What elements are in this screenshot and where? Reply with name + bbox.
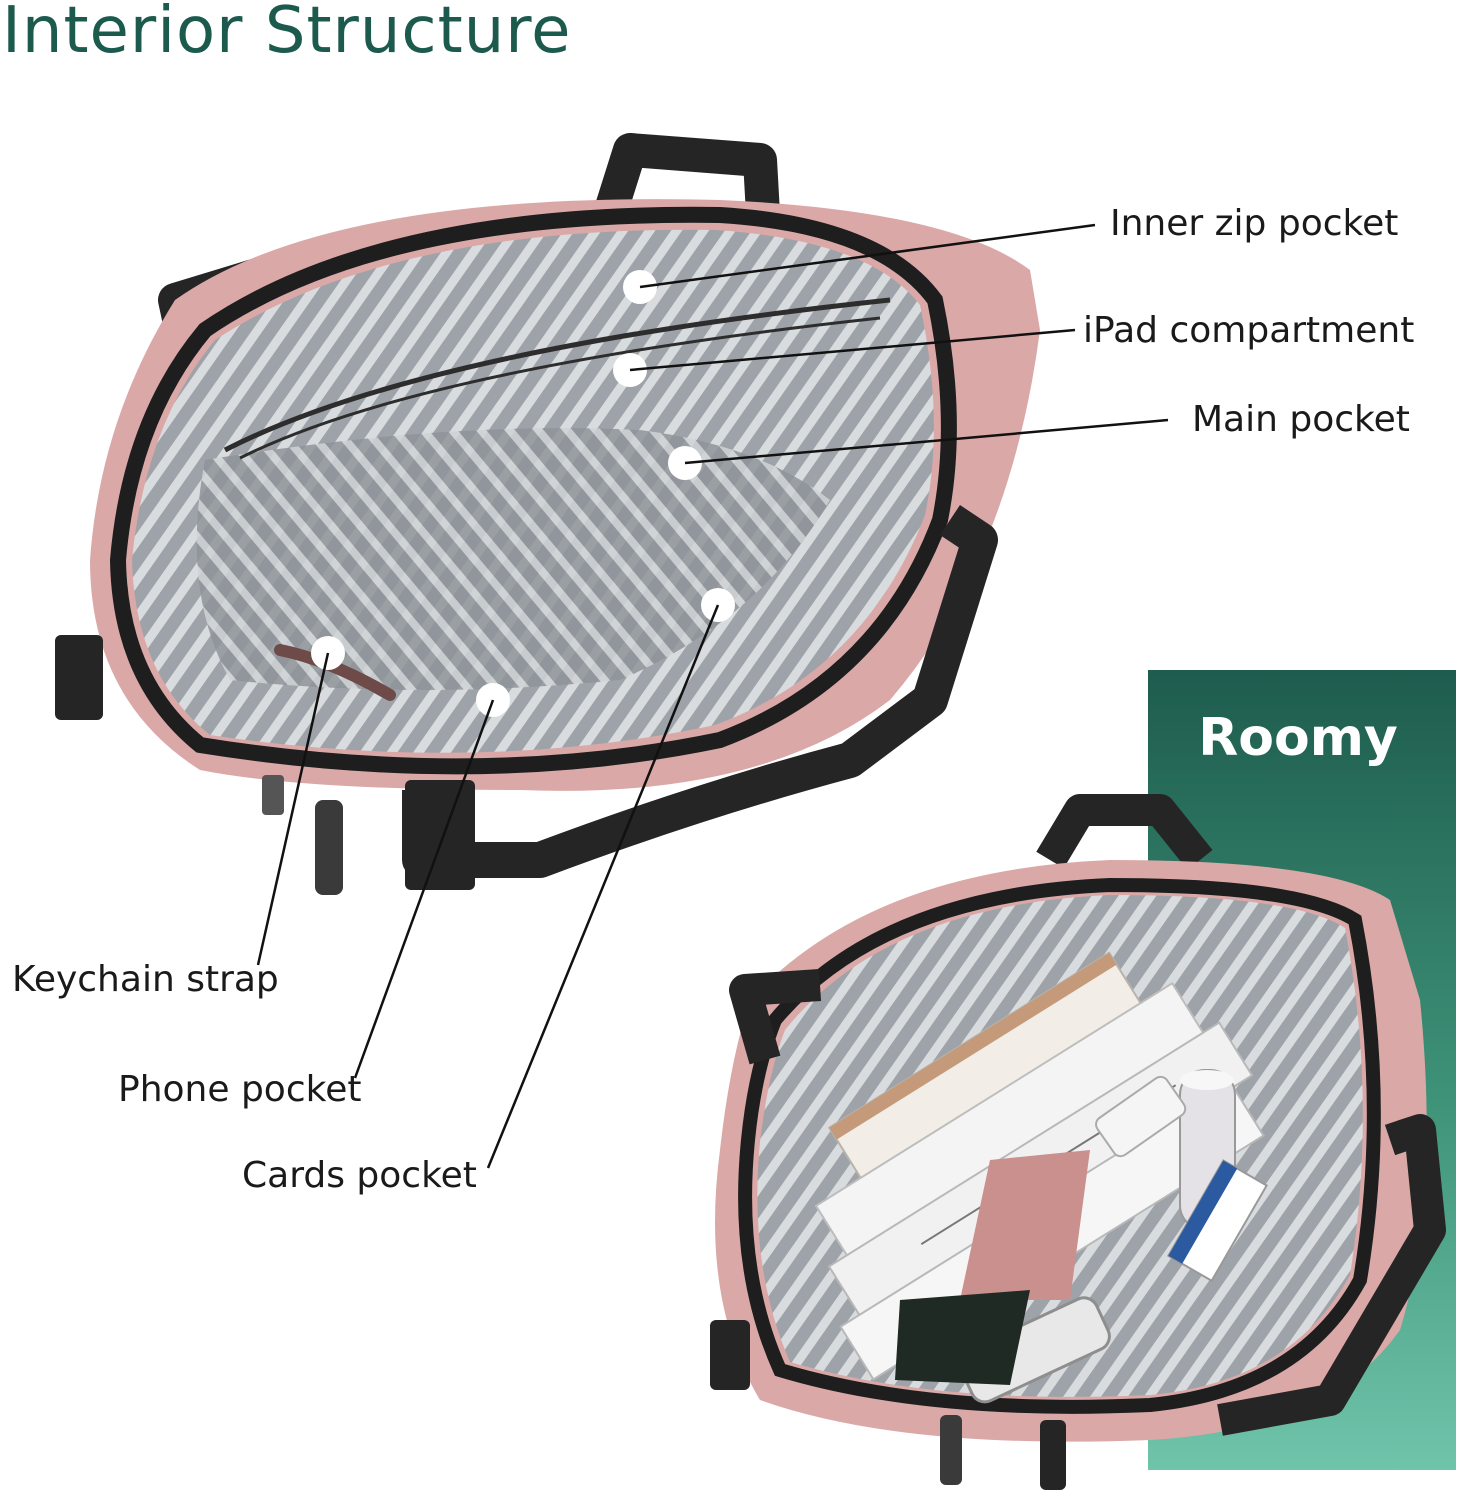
label-keychain-strap: Keychain strap (12, 959, 279, 1000)
callout-leader-lines (256, 223, 1169, 1169)
label-main-pocket: Main pocket (1192, 399, 1410, 440)
label-ipad-compartment: iPad compartment (1083, 310, 1415, 351)
bag-open-filled (710, 794, 1446, 1490)
label-cards-pocket: Cards pocket (242, 1155, 477, 1196)
label-phone-pocket: Phone pocket (118, 1069, 362, 1110)
bag-open-empty (55, 133, 1040, 895)
roomy-label: Roomy (1198, 708, 1398, 768)
label-inner-zip-pocket: Inner zip pocket (1110, 203, 1399, 244)
page-title: Interior Structure (2, 0, 572, 68)
